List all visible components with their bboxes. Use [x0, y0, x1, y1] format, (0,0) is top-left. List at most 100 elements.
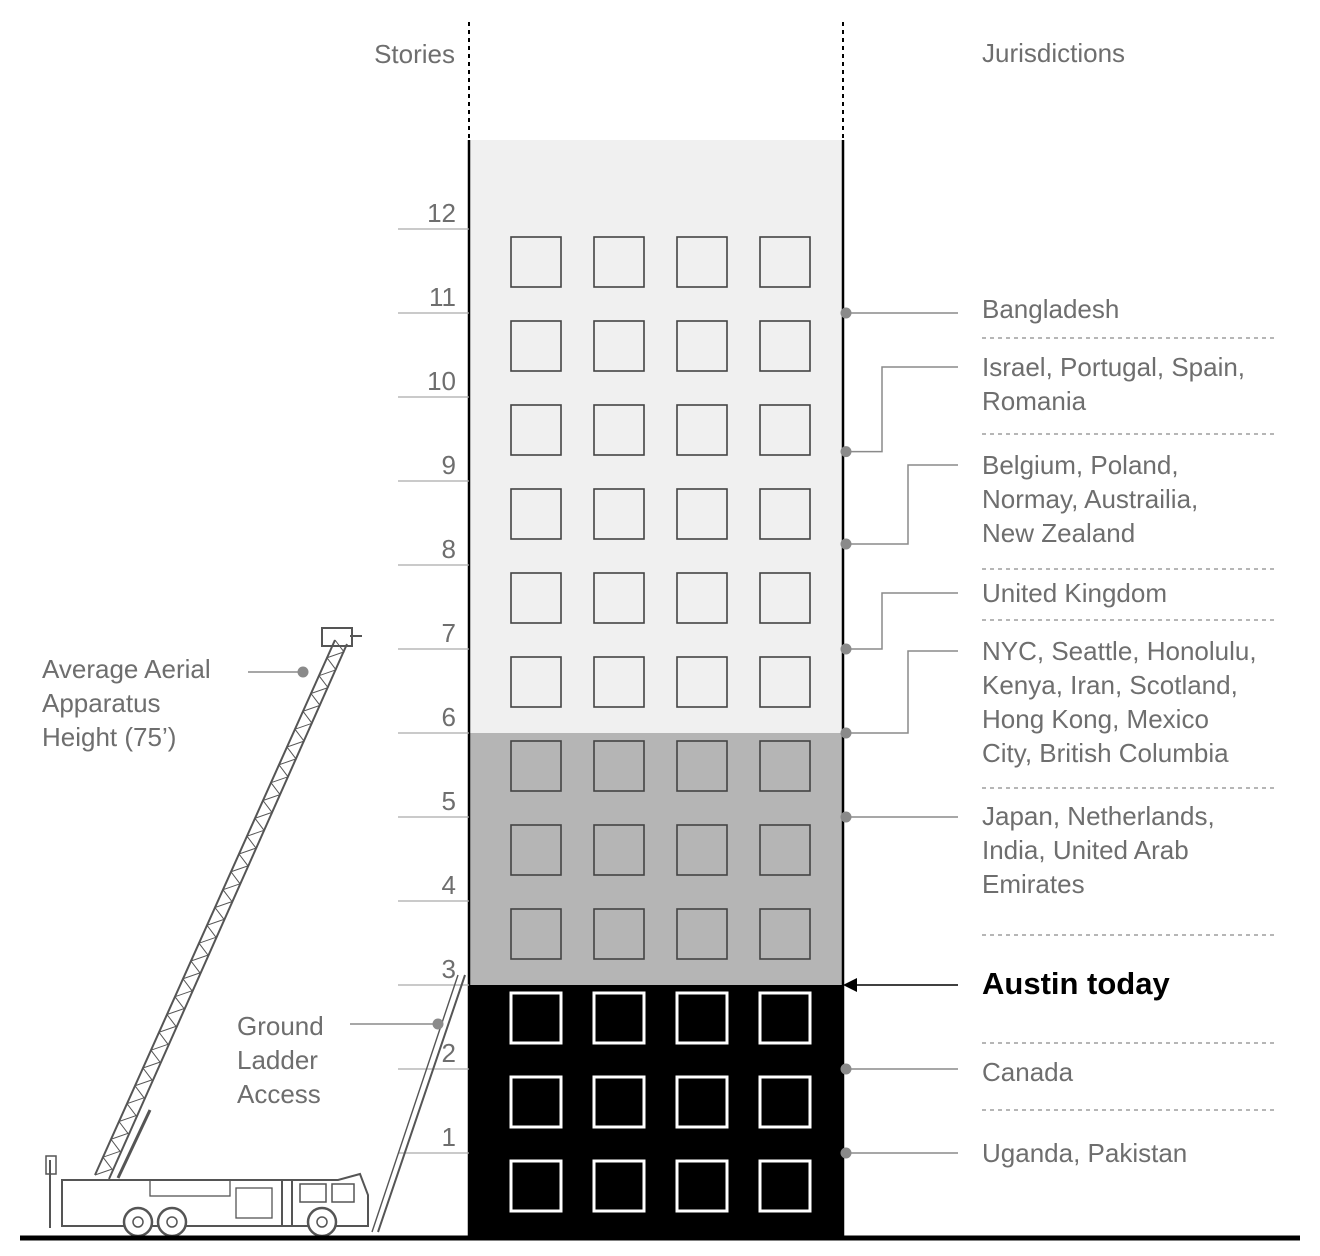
jurisdiction-uganda: Uganda, Pakistan — [982, 1138, 1187, 1168]
ground-ladder-rail — [377, 974, 466, 1233]
window — [675, 1075, 729, 1129]
window — [593, 740, 645, 792]
window — [592, 991, 646, 1045]
window — [759, 824, 811, 876]
window — [759, 572, 811, 624]
jurisdiction-line: Hong Kong, Mexico — [982, 704, 1209, 734]
stories-header: Stories — [374, 39, 455, 69]
aerial-ladder-rail — [108, 643, 348, 1180]
aerial-label-line: Average Aerial — [42, 654, 211, 684]
window — [593, 656, 645, 708]
aerial-label: Average Aerial Apparatus Height (75’) — [42, 654, 218, 752]
jurisdiction-uk: United Kingdom — [982, 578, 1167, 608]
story-label: 3 — [442, 954, 456, 984]
window — [510, 488, 562, 540]
story-label: 6 — [442, 702, 456, 732]
window — [676, 740, 728, 792]
window — [509, 1075, 563, 1129]
window — [510, 404, 562, 456]
jurisdiction-leader — [846, 366, 958, 453]
truck-window — [331, 1183, 355, 1203]
aerial-label-line: Apparatus — [42, 688, 161, 718]
story-label: 12 — [427, 198, 456, 228]
window — [510, 908, 562, 960]
window — [510, 740, 562, 792]
jurisdiction-line: Emirates — [982, 869, 1085, 899]
window — [676, 656, 728, 708]
window — [593, 572, 645, 624]
window — [676, 236, 728, 288]
window — [510, 656, 562, 708]
truck-compartment — [149, 1179, 231, 1197]
jurisdiction-nyc: NYC, Seattle, Honolulu,Kenya, Iran, Scot… — [982, 636, 1257, 768]
window — [510, 824, 562, 876]
jurisdiction-line: New Zealand — [982, 518, 1135, 548]
truck-hub — [316, 1216, 328, 1228]
window — [758, 1159, 812, 1213]
jurisdiction-line: Israel, Portugal, Spain, — [982, 352, 1245, 382]
window — [592, 1075, 646, 1129]
zone-mid — [469, 733, 843, 985]
ground-ladder-rail — [371, 974, 459, 1233]
truck-wheel — [156, 1206, 188, 1238]
jurisdiction-marker — [840, 1063, 852, 1075]
window — [593, 236, 645, 288]
jurisdiction-leader — [846, 464, 958, 545]
jurisdiction-leader — [846, 592, 958, 650]
ground-ladder-line: Ground — [237, 1011, 324, 1041]
zone-upper — [469, 140, 843, 733]
jurisdiction-marker — [840, 538, 852, 550]
jurisdiction-israel: Israel, Portugal, Spain,Romania — [982, 352, 1245, 416]
window — [759, 656, 811, 708]
window — [676, 404, 728, 456]
window — [758, 1075, 812, 1129]
jurisdiction-line: India, United Arab — [982, 835, 1189, 865]
window — [675, 1159, 729, 1213]
truck-cab — [281, 1172, 369, 1227]
ground-ladder-line: Access — [237, 1079, 321, 1109]
window — [759, 404, 811, 456]
jurisdiction-marker — [840, 643, 852, 655]
window — [676, 320, 728, 372]
window — [593, 488, 645, 540]
jurisdiction-line: United Kingdom — [982, 578, 1167, 608]
story-label: 1 — [442, 1122, 456, 1152]
aerial-ladder-lattice — [94, 639, 345, 1176]
jurisdiction-marker — [840, 811, 852, 823]
jurisdiction-line: NYC, Seattle, Honolulu, — [982, 636, 1257, 666]
truck-hub — [166, 1216, 178, 1228]
window — [676, 908, 728, 960]
window — [759, 320, 811, 372]
window — [510, 572, 562, 624]
jurisdiction-marker — [840, 307, 852, 319]
jurisdiction-austin: Austin today — [982, 966, 1170, 1001]
jurisdiction-line: City, British Columbia — [982, 738, 1229, 768]
austin-arrow-head — [843, 978, 857, 992]
jurisdiction-marker — [840, 1147, 852, 1159]
jurisdiction-line: Bangladesh — [982, 294, 1119, 324]
jurisdiction-line: Austin today — [982, 966, 1170, 1001]
window — [676, 488, 728, 540]
window — [510, 320, 562, 372]
ground-ladder-marker — [432, 1018, 444, 1030]
story-label: 4 — [442, 870, 456, 900]
jurisdiction-line: Normay, Austrailia, — [982, 484, 1198, 514]
jurisdiction-canada: Canada — [982, 1057, 1074, 1087]
story-label: 11 — [429, 282, 456, 312]
story-label: 7 — [442, 618, 456, 648]
zone-current — [469, 985, 843, 1237]
jurisdiction-leader — [846, 650, 958, 734]
truck-wheel — [122, 1206, 154, 1238]
window — [676, 572, 728, 624]
ground-ladder-line: Ladder — [237, 1045, 318, 1075]
jurisdictions-header: Jurisdictions — [982, 38, 1125, 68]
window — [676, 824, 728, 876]
jurisdiction-line: Uganda, Pakistan — [982, 1138, 1187, 1168]
aerial-label-line: Height (75’) — [42, 722, 176, 752]
window — [758, 991, 812, 1045]
story-label: 2 — [442, 1038, 456, 1068]
window — [675, 991, 729, 1045]
